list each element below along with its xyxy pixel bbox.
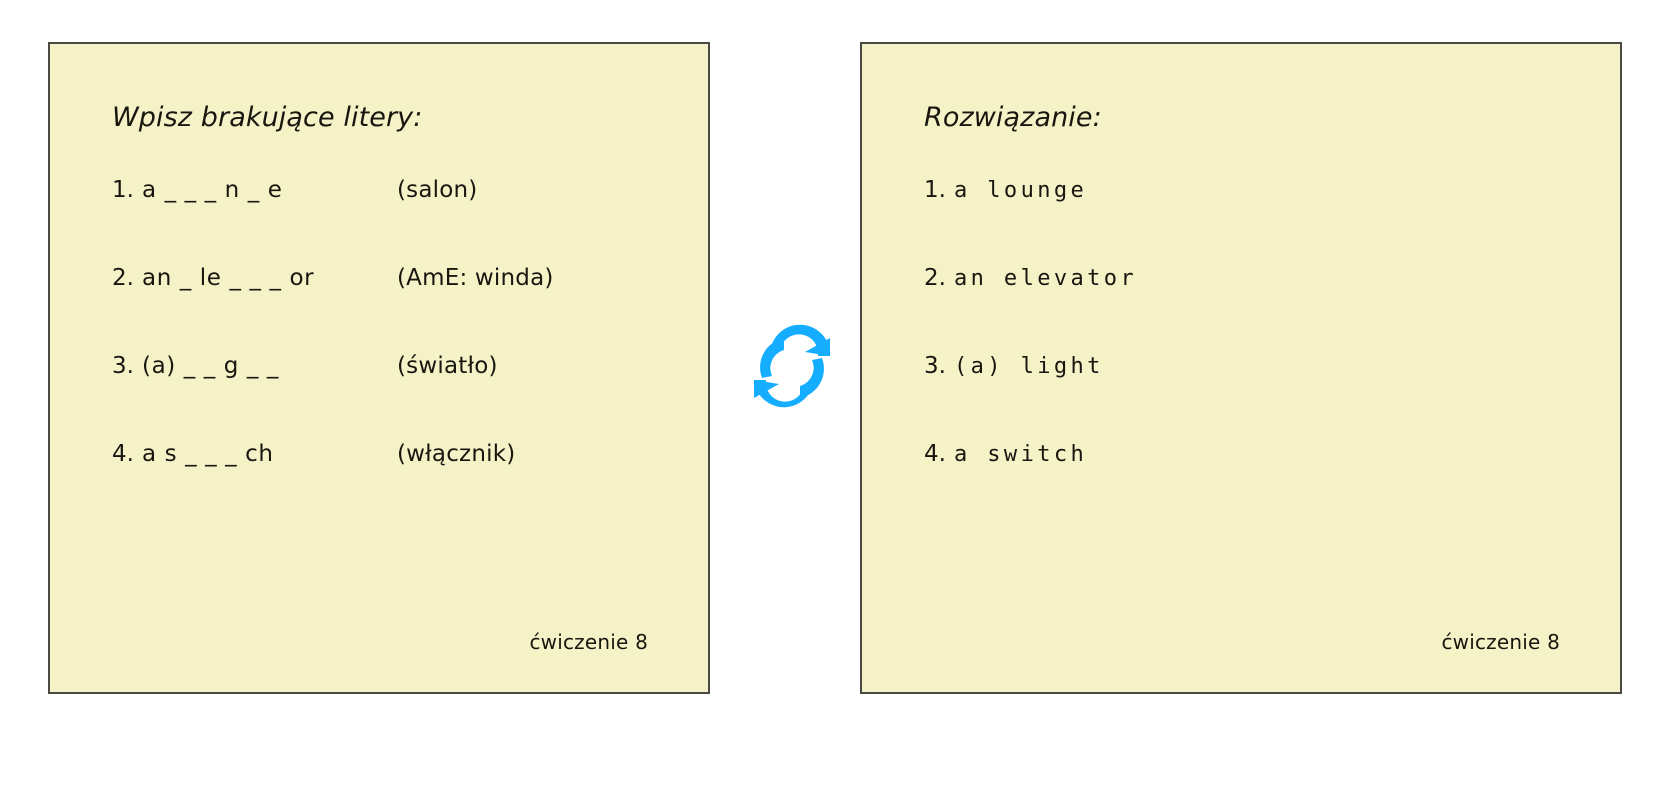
exercise-row-prompt: a s _ _ _ ch — [142, 441, 274, 467]
exercise-card-footer: ćwiczenie 8 — [529, 630, 648, 654]
solution-row-list: 1. a lounge 2. an elevator 3. (a) light … — [924, 177, 1578, 630]
solution-row: 1. a lounge — [924, 177, 1578, 203]
exercise-row-hint: (AmE: winda) — [397, 265, 554, 291]
solution-row-answer: (a) light — [954, 354, 1104, 379]
solution-card-title: Rozwiązanie: — [924, 102, 1102, 133]
solution-row: 4. a switch — [924, 441, 1578, 467]
exercise-row-prompt: a _ _ _ n _ e — [142, 177, 283, 203]
sync-refresh-icon[interactable] — [744, 318, 840, 418]
exercise-row-number: 4. — [112, 441, 134, 467]
exercise-row-hint: (salon) — [397, 177, 478, 203]
solution-row: 2. an elevator — [924, 265, 1578, 291]
exercise-row: 4. a s _ _ _ ch (włącznik) — [112, 441, 666, 467]
exercise-row: 1. a _ _ _ n _ e (salon) — [112, 177, 666, 203]
solution-row-number: 3. — [924, 353, 946, 379]
exercise-row-prompt: an _ le _ _ _ or — [142, 265, 315, 291]
solution-card-footer: ćwiczenie 8 — [1441, 630, 1560, 654]
solution-row-answer: a lounge — [954, 178, 1088, 203]
exercise-row-prompt: (a) _ _ g _ _ — [142, 353, 279, 379]
exercise-row-hint: (światło) — [397, 353, 498, 379]
exercise-row: 2. an _ le _ _ _ or (AmE: winda) — [112, 265, 666, 291]
solution-row-number: 4. — [924, 441, 946, 467]
exercise-row-list: 1. a _ _ _ n _ e (salon) 2. an _ le _ _ … — [112, 177, 666, 630]
exercise-row-number: 2. — [112, 265, 134, 291]
exercise-card: Wpisz brakujące litery: 1. a _ _ _ n _ e… — [48, 42, 710, 694]
exercise-card-title: Wpisz brakujące litery: — [112, 102, 423, 133]
solution-row: 3. (a) light — [924, 353, 1578, 379]
exercise-row-number: 1. — [112, 177, 134, 203]
solution-row-answer: a switch — [954, 442, 1088, 467]
exercise-row: 3. (a) _ _ g _ _ (światło) — [112, 353, 666, 379]
exercise-row-number: 3. — [112, 353, 134, 379]
solution-card: Rozwiązanie: 1. a lounge 2. an elevator … — [860, 42, 1622, 694]
solution-row-number: 2. — [924, 265, 946, 291]
exercise-row-hint: (włącznik) — [397, 441, 516, 467]
solution-row-number: 1. — [924, 177, 946, 203]
solution-row-answer: an elevator — [954, 266, 1138, 291]
